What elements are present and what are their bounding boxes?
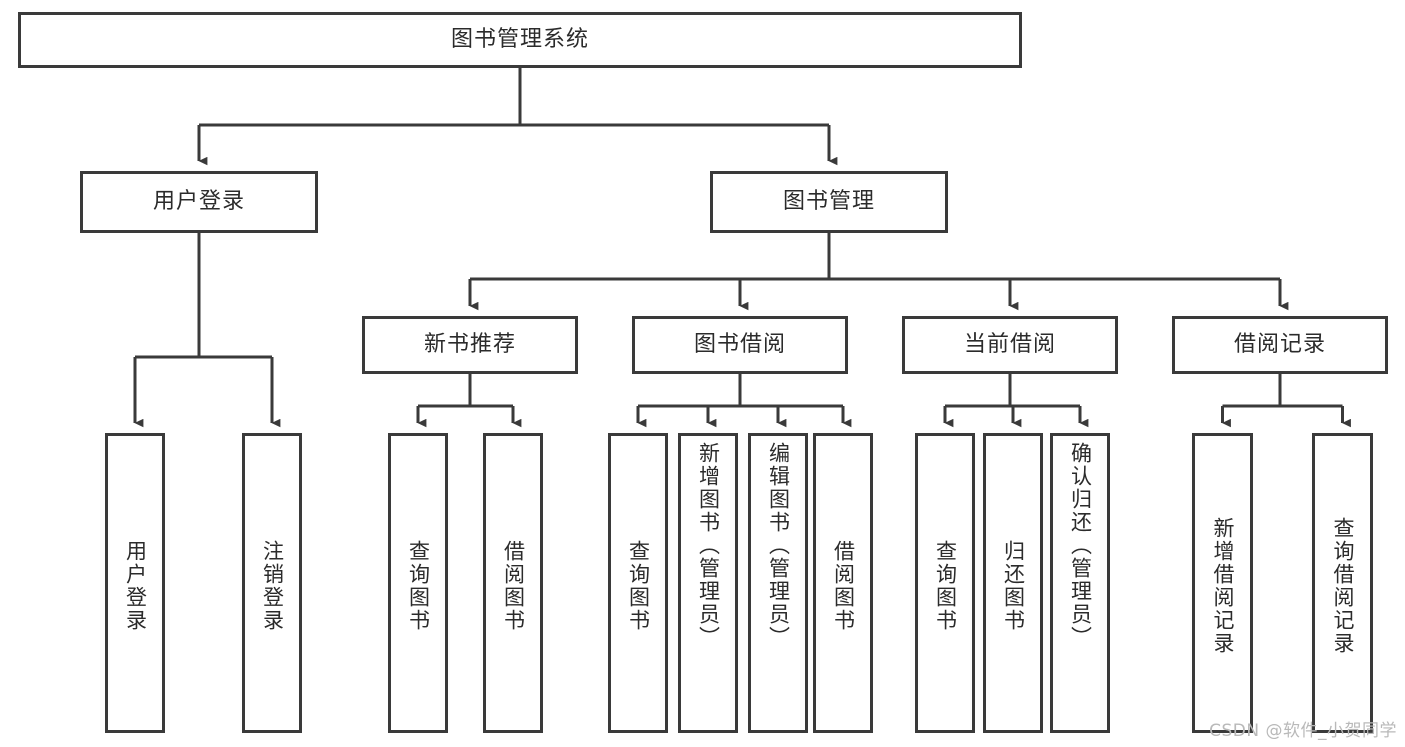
node-label: 归还图书	[1001, 540, 1026, 632]
node-leaf-query-book-2[interactable]: 查询图书	[608, 433, 668, 733]
node-label: 查询借阅记录	[1331, 517, 1355, 655]
node-label: 新书推荐	[423, 332, 516, 358]
node-label: 查询图书	[626, 540, 651, 632]
node-label: 当前借阅	[963, 332, 1056, 358]
node-leaf-borrow-book-2[interactable]: 借阅图书	[813, 433, 873, 733]
node-leaf-query-book-3[interactable]: 查询图书	[915, 433, 975, 733]
node-book-borrow[interactable]: 图书借阅	[632, 316, 848, 374]
node-leaf-user-logout[interactable]: 注销登录	[242, 433, 302, 733]
node-leaf-add-book[interactable]: 新增图书（管理员）	[678, 433, 738, 733]
node-label: 借阅图书	[831, 540, 856, 632]
node-label: 用户登录	[152, 189, 245, 215]
node-user-login[interactable]: 用户登录	[80, 171, 318, 233]
node-leaf-query-book-1[interactable]: 查询图书	[388, 433, 448, 733]
node-new-book-rec[interactable]: 新书推荐	[362, 316, 578, 374]
node-label: 新增图书（管理员）	[696, 442, 721, 649]
node-leaf-query-record[interactable]: 查询借阅记录	[1312, 433, 1373, 733]
node-label: 编辑图书（管理员）	[766, 442, 791, 649]
node-leaf-add-record[interactable]: 新增借阅记录	[1192, 433, 1253, 733]
node-root[interactable]: 图书管理系统	[18, 12, 1022, 68]
node-label: 用户登录	[123, 540, 148, 632]
node-label: 图书借阅	[693, 332, 786, 358]
node-leaf-borrow-book-1[interactable]: 借阅图书	[483, 433, 543, 733]
node-leaf-edit-book[interactable]: 编辑图书（管理员）	[748, 433, 808, 733]
node-label: 图书管理系统	[450, 27, 589, 53]
node-label: 图书管理	[782, 189, 875, 215]
node-leaf-confirm-return[interactable]: 确认归还（管理员）	[1050, 433, 1110, 733]
node-borrow-record[interactable]: 借阅记录	[1172, 316, 1388, 374]
node-label: 注销登录	[260, 540, 285, 632]
node-label: 借阅记录	[1233, 332, 1326, 358]
node-leaf-user-login[interactable]: 用户登录	[105, 433, 165, 733]
node-label: 查询图书	[406, 540, 431, 632]
node-book-manage[interactable]: 图书管理	[710, 171, 948, 233]
node-label: 借阅图书	[501, 540, 526, 632]
node-current-borrow[interactable]: 当前借阅	[902, 316, 1118, 374]
node-label: 确认归还（管理员）	[1068, 442, 1093, 649]
node-label: 新增借阅记录	[1211, 517, 1235, 655]
node-label: 查询图书	[933, 540, 958, 632]
node-leaf-return-book[interactable]: 归还图书	[983, 433, 1043, 733]
watermark-credit: CSDN @软件_小贺同学	[1209, 721, 1397, 741]
